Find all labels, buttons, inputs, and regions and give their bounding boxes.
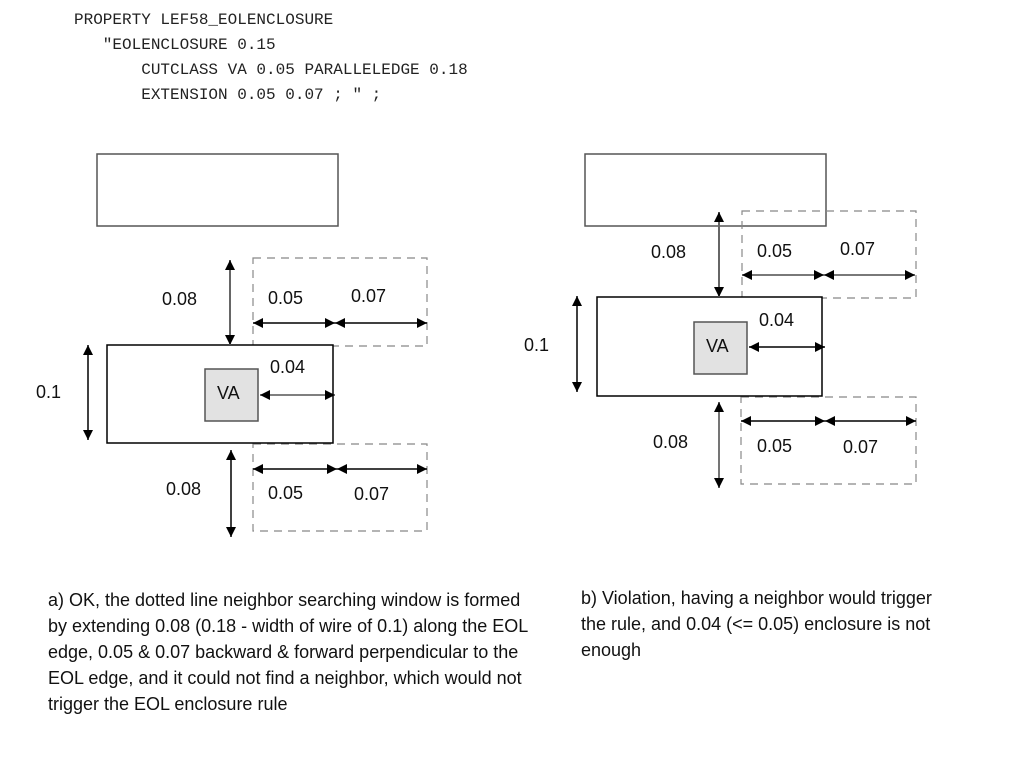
diagram-a: 0.08 0.05 0.07 0.1 VA 0.04 0.08 0.05 0.0… <box>36 153 428 537</box>
search-window-top-a <box>252 257 428 347</box>
label-top-gap-b: 0.08 <box>651 242 686 262</box>
label-ext-fwd-top-a: 0.07 <box>351 286 386 306</box>
label-width-a: 0.1 <box>36 382 61 402</box>
label-ext-fwd-top-b: 0.07 <box>840 239 875 259</box>
search-window-bottom-a <box>252 443 428 532</box>
search-window-bottom-b <box>740 396 917 485</box>
label-bottom-gap-b: 0.08 <box>653 432 688 452</box>
label-ext-fwd-bottom-b: 0.07 <box>843 437 878 457</box>
label-ext-fwd-bottom-a: 0.07 <box>354 484 389 504</box>
label-ext-back-bottom-b: 0.05 <box>757 436 792 456</box>
via-b <box>693 321 748 375</box>
label-via-b: VA <box>706 336 729 356</box>
search-window-top-b <box>741 210 917 299</box>
lef-property-code: PROPERTY LEF58_EOLENCLOSURE "EOLENCLOSUR… <box>74 8 468 108</box>
label-ext-back-top-a: 0.05 <box>268 288 303 308</box>
caption-b: b) Violation, having a neighbor would tr… <box>581 588 932 660</box>
diagram-b: 0.08 0.05 0.07 0.1 VA 0.04 0.08 0.05 0.0… <box>524 153 917 488</box>
label-bottom-gap-a: 0.08 <box>166 479 201 499</box>
label-enclosure-b: 0.04 <box>759 310 794 330</box>
label-top-gap-a: 0.08 <box>162 289 197 309</box>
label-ext-back-bottom-a: 0.05 <box>268 483 303 503</box>
code-line: PROPERTY LEF58_EOLENCLOSURE <box>74 11 334 29</box>
via-a <box>204 368 259 422</box>
neighbor-wire-b <box>584 153 827 227</box>
label-width-b: 0.1 <box>524 335 549 355</box>
neighbor-wire-a <box>96 153 339 227</box>
code-line: CUTCLASS VA 0.05 PARALLELEDGE 0.18 <box>74 61 468 79</box>
code-line: "EOLENCLOSURE 0.15 <box>74 36 276 54</box>
label-enclosure-a: 0.04 <box>270 357 305 377</box>
label-ext-back-top-b: 0.05 <box>757 241 792 261</box>
caption-a: a) OK, the dotted line neighbor searchin… <box>48 590 528 714</box>
label-via-a: VA <box>217 383 240 403</box>
code-line: EXTENSION 0.05 0.07 ; " ; <box>74 86 382 104</box>
